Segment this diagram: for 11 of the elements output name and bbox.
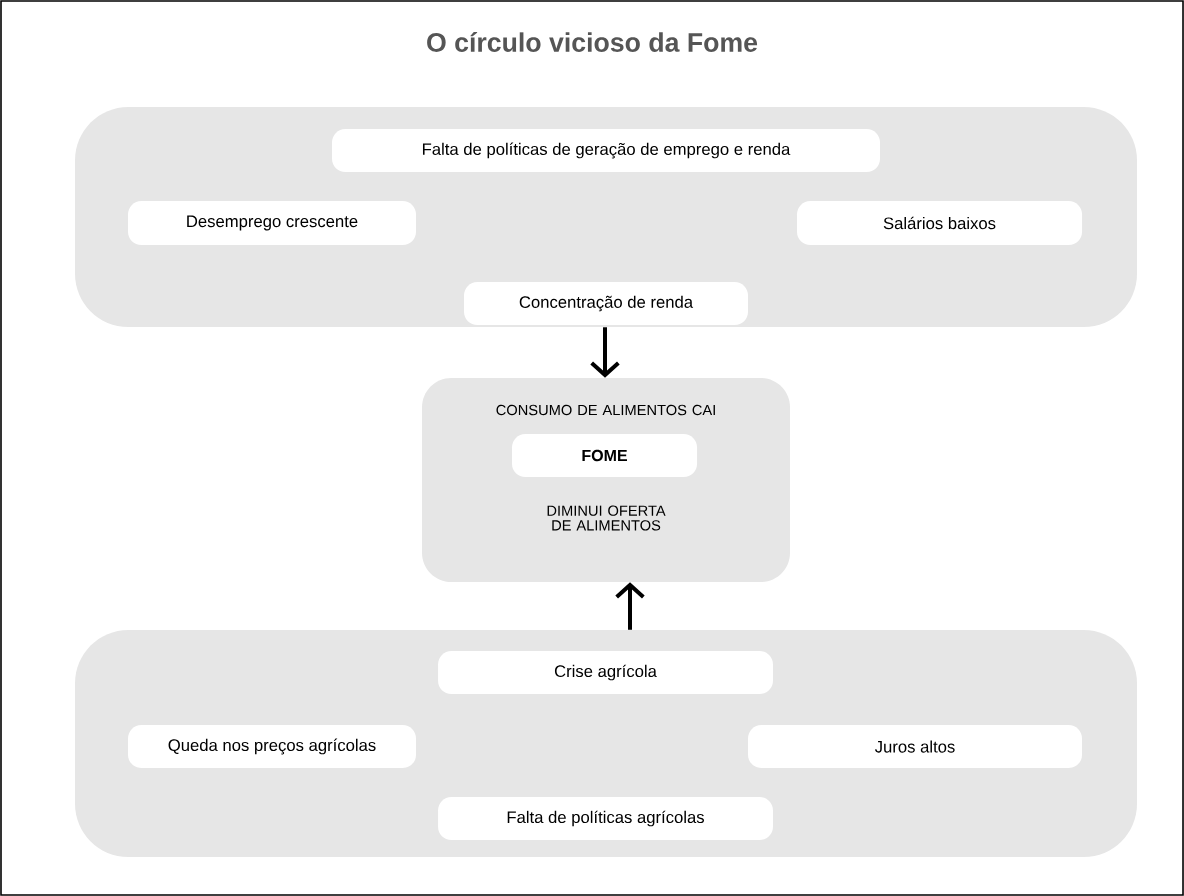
text-box: Falta de políticas de geração de emprego e renda (332, 129, 880, 172)
text-box: Falta de políticas agrícolas (438, 797, 773, 840)
title: O círculo vicioso da Fome (427, 32, 758, 52)
text-box: Desemprego crescente (128, 201, 416, 245)
text-box: Crise agrícola (438, 651, 773, 694)
text-box: Juros altos (748, 725, 1082, 768)
text-box: FOME (512, 434, 698, 477)
text-box: Salários baixos (797, 201, 1083, 245)
node-label: Concentração de renda (519, 295, 694, 312)
text-box: Queda nos preços agrícolas (128, 725, 416, 768)
text-box: Concentração de renda (464, 282, 748, 325)
